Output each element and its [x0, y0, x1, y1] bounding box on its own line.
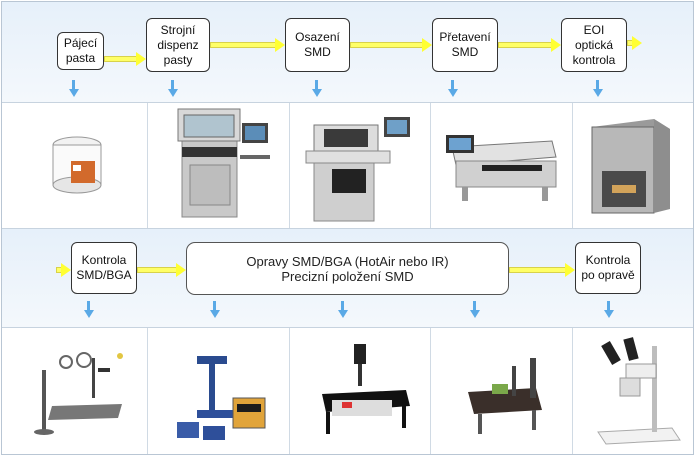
flow-arrow-5 [627, 36, 642, 50]
step-optical-inspection: EOI optická kontrola [561, 18, 627, 72]
down-arrow [210, 301, 220, 319]
ir-rework-station-image [322, 344, 410, 434]
down-arrow [84, 301, 94, 319]
hot-air-station-image [177, 356, 266, 440]
down-arrow [604, 301, 614, 319]
step-reflow: Přetavení SMD [432, 18, 498, 72]
step-smd-bga-inspection: Kontrola SMD/BGA [71, 242, 137, 294]
step-paste-dispensing: Strojní dispenz pasty [146, 18, 210, 72]
solder-paste-jar-image [52, 136, 102, 194]
down-arrow [69, 80, 79, 98]
magnifier-stand-image [34, 352, 123, 435]
flow-arrow-3 [350, 38, 432, 52]
down-arrow [448, 80, 458, 98]
flow-arrow-1 [104, 52, 146, 66]
stereo-microscope-image [597, 337, 681, 445]
bga-placement-image [468, 358, 542, 434]
flow-arrow-8 [509, 263, 575, 277]
step-solder-paste: Pájecí pasta [57, 32, 104, 70]
down-arrow [338, 301, 348, 319]
repair-title: Opravy SMD/BGA (HotAir nebo IR) [246, 253, 449, 269]
aoi-machine-image [591, 119, 670, 214]
image-row-bottom [2, 328, 693, 454]
down-arrow [168, 80, 178, 98]
step-smd-placement: Osazení SMD [285, 18, 350, 72]
down-arrow [470, 301, 480, 319]
down-arrow [312, 80, 322, 98]
dispenser-machine-image [177, 108, 270, 218]
flow-arrow-6 [56, 263, 71, 277]
flow-arrow-4 [498, 38, 561, 52]
flow-arrow-7 [137, 263, 186, 277]
step-post-repair-inspection: Kontrola po opravě [575, 242, 641, 294]
down-arrow [593, 80, 603, 98]
step-smd-bga-repair: Opravy SMD/BGA (HotAir nebo IR) Precizní… [186, 242, 509, 295]
flow-arrow-2 [210, 38, 285, 52]
pick-and-place-image [305, 117, 410, 222]
repair-subtitle: Precizní položení SMD [281, 268, 414, 284]
reflow-oven-image [446, 135, 557, 201]
image-row-top [2, 103, 693, 229]
